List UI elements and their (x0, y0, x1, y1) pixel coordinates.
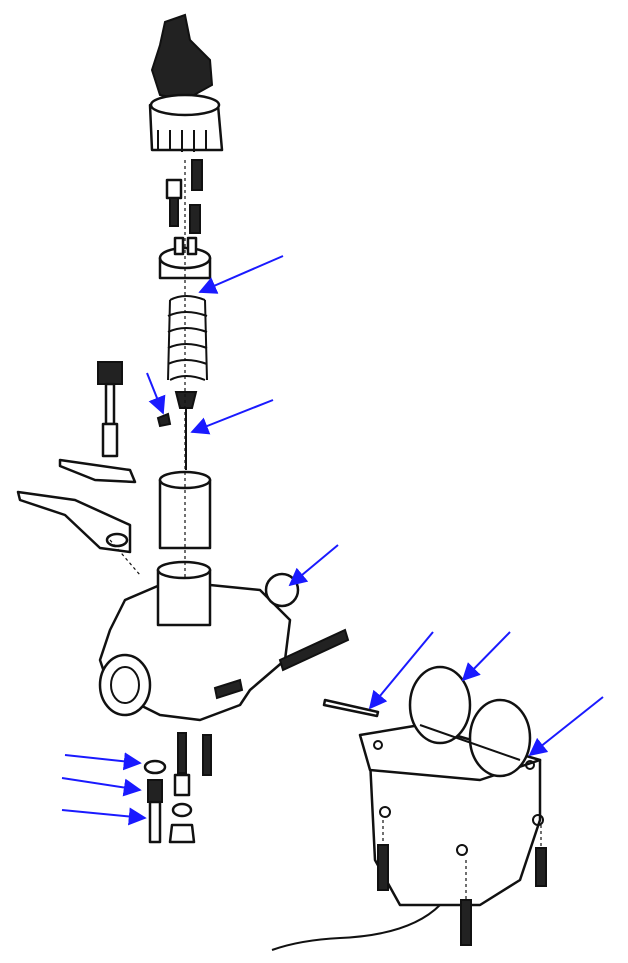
carburetor-body (98, 560, 300, 722)
choke-plunger (97, 361, 123, 458)
throttle-spring (167, 295, 208, 381)
gasket-ring (264, 572, 300, 608)
idle-screw (278, 628, 350, 672)
overflow-hose (271, 904, 441, 951)
arrow-jet-holder (61, 777, 142, 797)
arrow-float-pin (368, 631, 434, 710)
floats (408, 665, 532, 778)
rubber-cap (150, 13, 214, 102)
needle-clip (156, 412, 172, 428)
choke-levers (16, 458, 137, 554)
bowl-screws (377, 820, 547, 946)
arrow-gasket-ring (288, 544, 339, 587)
arrow-needle (190, 399, 274, 435)
arrow-washer (64, 752, 142, 771)
adjuster-screws (165, 159, 203, 234)
jet-needle (156, 391, 198, 470)
arrow-float (461, 631, 511, 682)
main-jets (143, 732, 212, 844)
throttle-slide (158, 470, 212, 550)
arrow-bowl-gasket (528, 696, 604, 757)
top-ring-nut (148, 93, 224, 152)
arrow-main-jet (61, 807, 147, 826)
arrow-spring (198, 255, 284, 294)
callout-arrows (61, 255, 604, 826)
float-pin (322, 698, 380, 718)
arrow-needle-clip (146, 372, 166, 415)
